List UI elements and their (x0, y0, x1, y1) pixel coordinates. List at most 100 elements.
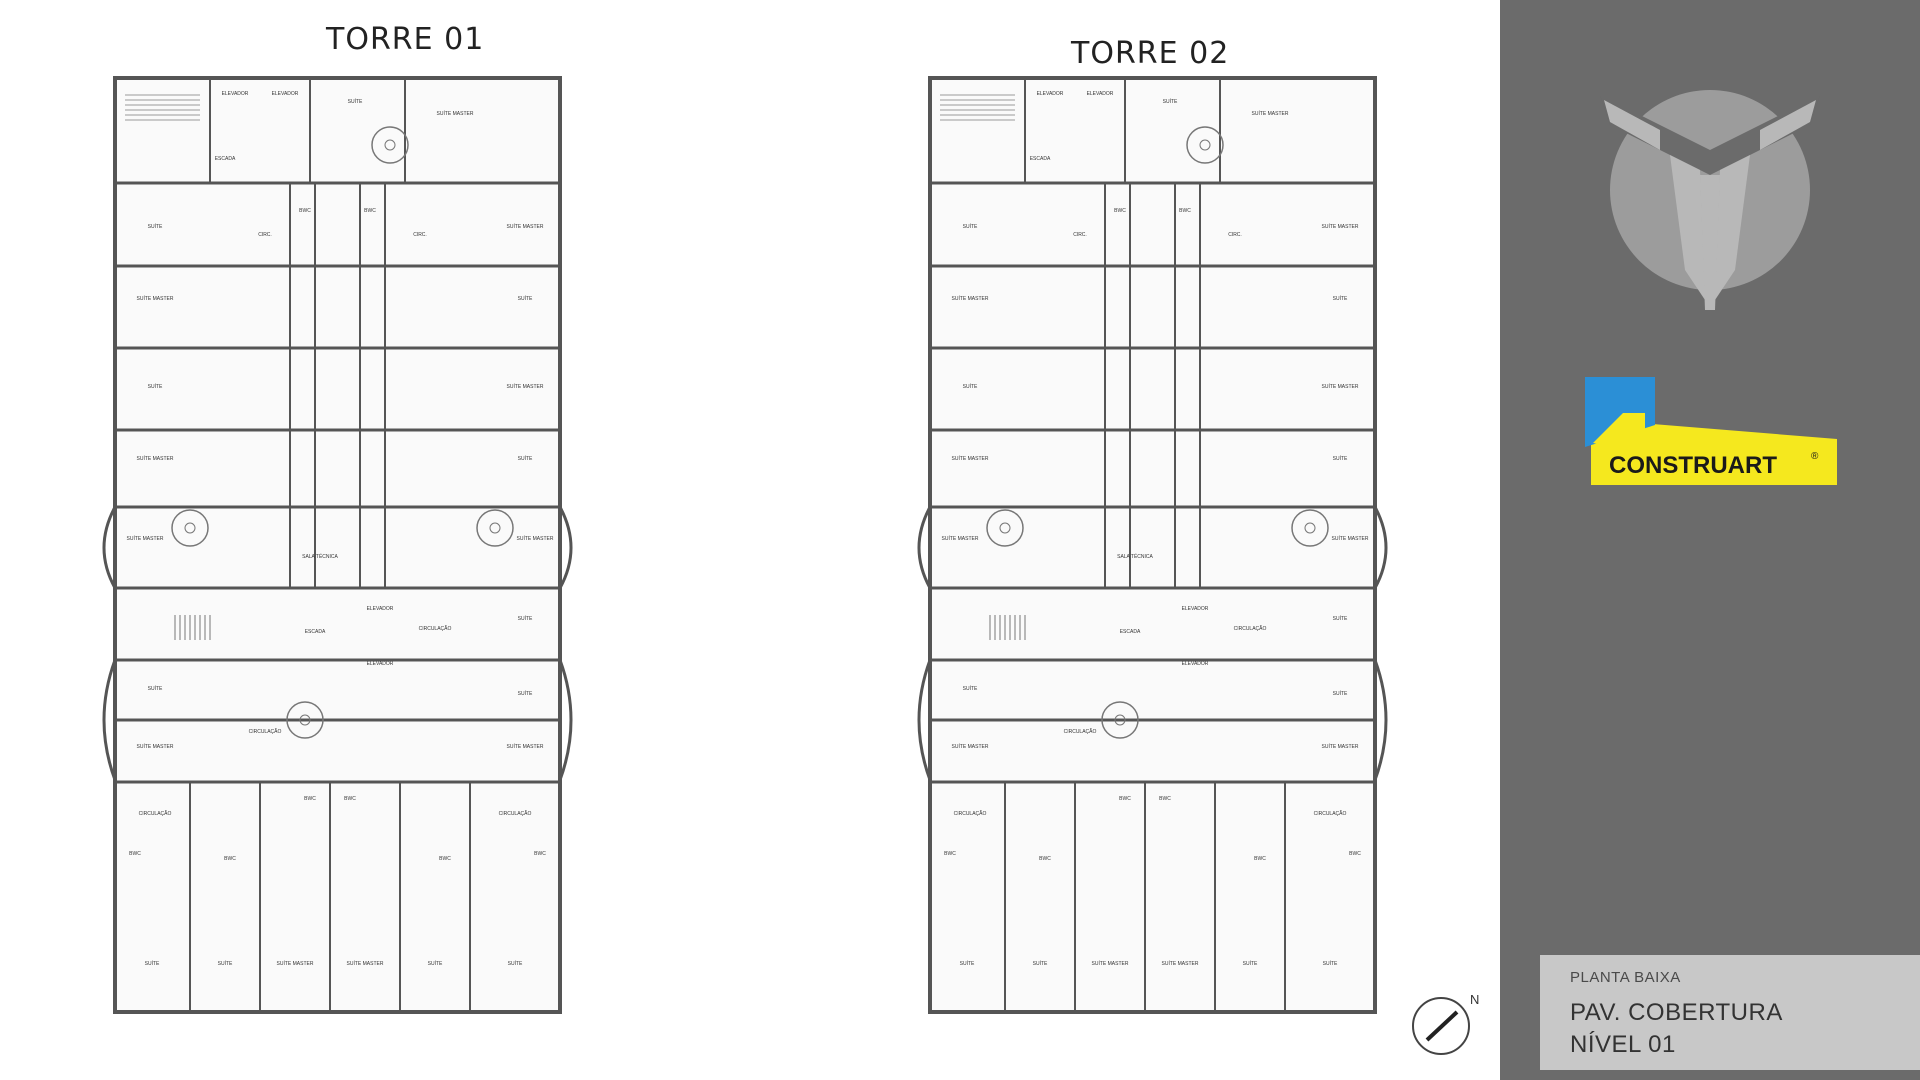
room-label: ESCADA (1030, 156, 1051, 162)
room-label: SUÍTE (1333, 615, 1348, 622)
room-label: CIRCULAÇÃO (499, 810, 532, 817)
room-label: SUÍTE MASTER (127, 535, 164, 542)
room-label: SUÍTE (428, 960, 443, 967)
room-label: BWC (364, 208, 376, 214)
room-label: SUÍTE (1243, 960, 1258, 967)
room-label: BWC (534, 851, 546, 857)
room-label: SUÍTE MASTER (507, 223, 544, 230)
level-label: NÍVEL 01 (1570, 1031, 1676, 1058)
room-label: SALA TÉCNICA (302, 553, 338, 560)
spiral-stair-icon (1291, 509, 1329, 547)
room-label: SUÍTE (145, 960, 160, 967)
room-label: SUÍTE (148, 383, 163, 390)
room-label: SUÍTE MASTER (517, 535, 554, 542)
room-label: SUÍTE (148, 223, 163, 230)
room-label: ELEVADOR (367, 606, 394, 612)
room-label: SUÍTE (1033, 960, 1048, 967)
room-label: CIRCULAÇÃO (954, 810, 987, 817)
sheet-label-box: PLANTA BAIXA PAV. COBERTURA NÍVEL 01 (1540, 955, 1920, 1070)
room-label: CIRCULAÇÃO (249, 728, 282, 735)
spiral-stair-icon (286, 701, 324, 739)
building-emblem-icon (1600, 90, 1820, 310)
room-label: BWC (1159, 796, 1171, 802)
tower-01-plan: SUÍTE SUÍTE MASTER SUÍTE MASTER SUÍTE SUÍTE S… (102, 76, 573, 1014)
room-label: BWC (1039, 856, 1051, 862)
room-label: SUÍTE (518, 615, 533, 622)
room-label: ELEVADOR (272, 91, 299, 97)
floor-plans: SUÍTE SUÍTE MASTER SUÍTE MASTER SUÍTE SUÍTE S… (102, 76, 1388, 1014)
room-label: SUÍTE MASTER (1322, 383, 1359, 390)
room-label: ELEVADOR (222, 91, 249, 97)
stair-icon (940, 94, 1026, 640)
room-label: CIRC. (413, 232, 427, 238)
room-label: BWC (224, 856, 236, 862)
construart-logo: CONSTRUART ® (1585, 377, 1837, 485)
room-label: SUÍTE MASTER (942, 535, 979, 542)
room-label: SUÍTE (963, 685, 978, 692)
room-label: SUÍTE (348, 98, 363, 105)
room-label: BWC (304, 796, 316, 802)
room-label: SUÍTE MASTER (952, 295, 989, 302)
room-label: SUÍTE (1333, 295, 1348, 302)
spiral-stair-icon (1101, 701, 1139, 739)
room-label: ELEVADOR (1182, 606, 1209, 612)
room-label: SUÍTE (518, 690, 533, 697)
room-label: SUÍTE MASTER (1322, 743, 1359, 750)
room-label: SUÍTE MASTER (507, 383, 544, 390)
spiral-stair-icon (1186, 126, 1224, 164)
room-label: CIRC. (1073, 232, 1087, 238)
room-label: ELEVADOR (1182, 661, 1209, 667)
spiral-stair-icon (371, 126, 409, 164)
room-label: SUÍTE (218, 960, 233, 967)
room-label: BWC (439, 856, 451, 862)
room-label: BWC (944, 851, 956, 857)
room-label: SUÍTE MASTER (1252, 110, 1289, 117)
room-label: SUÍTE MASTER (1332, 535, 1369, 542)
room-label: CIRCULAÇÃO (419, 625, 452, 632)
room-label: BWC (1349, 851, 1361, 857)
room-label: ESCADA (305, 629, 326, 635)
room-label: SUÍTE MASTER (952, 743, 989, 750)
room-label: CIRCULAÇÃO (1234, 625, 1267, 632)
room-label: BWC (344, 796, 356, 802)
room-label: CIRCULAÇÃO (139, 810, 172, 817)
room-label: SUÍTE (518, 455, 533, 462)
room-label: ELEVADOR (367, 661, 394, 667)
tower-02-plan: SUÍTE SUÍTE MASTER SUÍTE MASTER SUÍTE SUÍTE S… (917, 76, 1388, 1014)
room-label: SUÍTE MASTER (137, 743, 174, 750)
spiral-stair-icon (476, 509, 514, 547)
stair-icon (125, 94, 211, 640)
room-label: SUÍTE MASTER (507, 743, 544, 750)
spiral-stair-icon (171, 509, 209, 547)
room-label: BWC (299, 208, 311, 214)
room-label: SUÍTE MASTER (952, 455, 989, 462)
room-label: ELEVADOR (1087, 91, 1114, 97)
floor-name-label: PAV. COBERTURA (1570, 999, 1783, 1026)
room-label: SUÍTE MASTER (1092, 960, 1129, 967)
room-label: SUÍTE MASTER (137, 455, 174, 462)
room-label: BWC (129, 851, 141, 857)
room-label: CIRC. (1228, 232, 1242, 238)
room-label: ELEVADOR (1037, 91, 1064, 97)
room-label: SUÍTE (518, 295, 533, 302)
room-label: SUÍTE MASTER (1162, 960, 1199, 967)
room-label: CIRCULAÇÃO (1314, 810, 1347, 817)
room-label: SUÍTE MASTER (277, 960, 314, 967)
room-label: SUÍTE (963, 383, 978, 390)
sidebar-panel (1500, 0, 1920, 1080)
room-label: CIRCULAÇÃO (1064, 728, 1097, 735)
room-label: SUÍTE (1333, 455, 1348, 462)
tower-01-title: TORRE 01 (326, 22, 485, 57)
north-compass-icon (1412, 997, 1470, 1055)
north-label: N (1470, 992, 1480, 1007)
room-label: BWC (1119, 796, 1131, 802)
room-label: SUÍTE (508, 960, 523, 967)
room-label: ESCADA (215, 156, 236, 162)
room-label: SUÍTE MASTER (1322, 223, 1359, 230)
room-label: SUÍTE MASTER (137, 295, 174, 302)
room-label: BWC (1114, 208, 1126, 214)
spiral-stair-icon (986, 509, 1024, 547)
sheet-type-label: PLANTA BAIXA (1570, 969, 1681, 986)
room-label: SUÍTE MASTER (437, 110, 474, 117)
room-label: SALA TÉCNICA (1117, 553, 1153, 560)
